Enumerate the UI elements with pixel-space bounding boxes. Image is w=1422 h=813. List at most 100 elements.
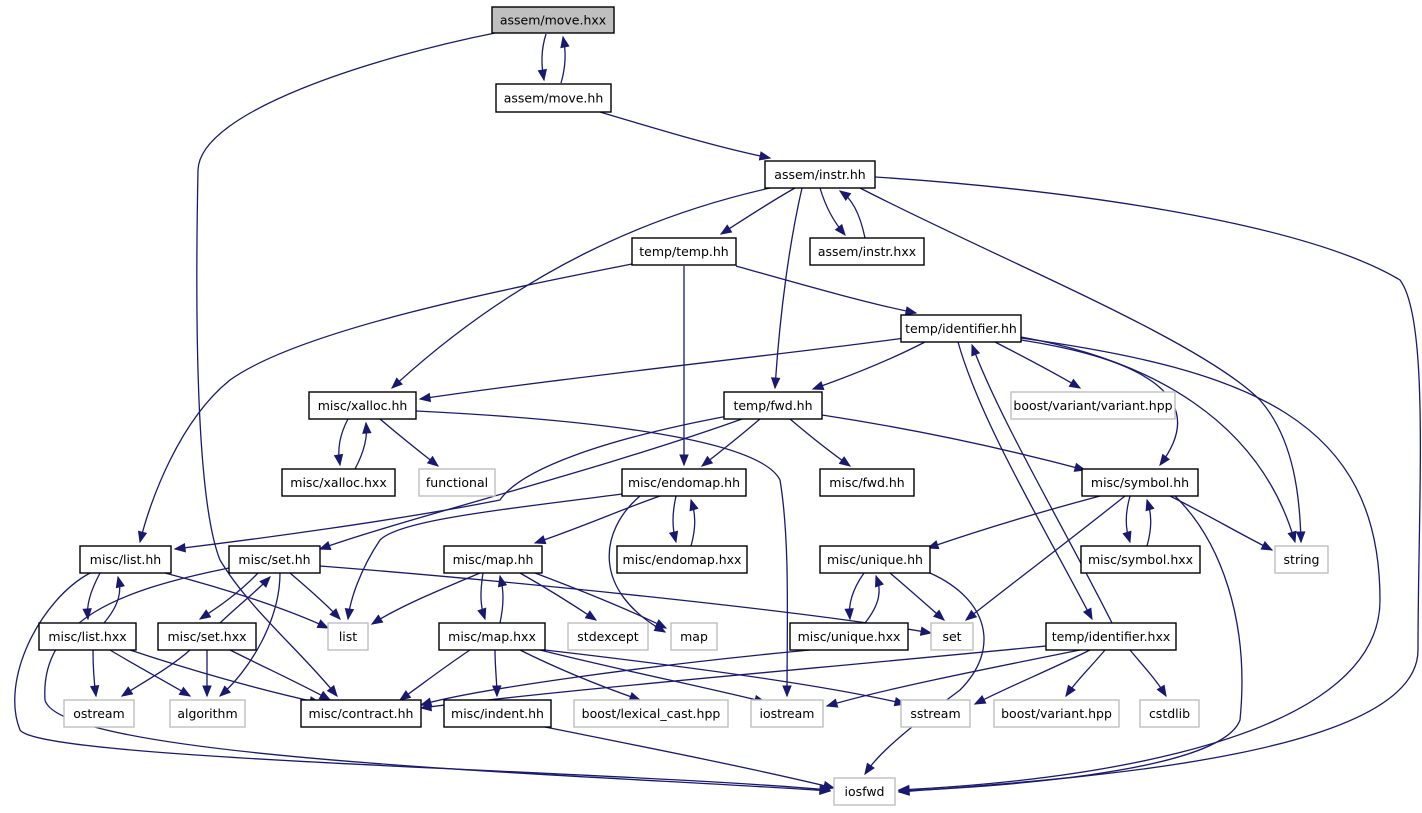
- node-box: [764, 160, 876, 189]
- edge-arrowhead: [537, 68, 547, 82]
- node-identifier-hh[interactable]: temp/identifier.hh: [900, 314, 1022, 343]
- node-stdexcept[interactable]: stdexcept: [567, 622, 649, 651]
- edge-map_hxx-to-lexical_cast: [519, 649, 642, 701]
- node-instr-hh[interactable]: assem/instr.hh: [764, 160, 876, 189]
- edge-arrowhead: [964, 609, 978, 621]
- edge-line: [789, 418, 851, 467]
- edge-identifier_hh-to-fwd_hh: [811, 341, 926, 390]
- edge-arrowhead: [419, 701, 433, 712]
- node-boost-variant[interactable]: boost/variant.hpp: [993, 699, 1120, 728]
- node-move-hxx[interactable]: assem/move.hxx: [491, 6, 615, 34]
- edge-arrowhead: [198, 609, 212, 620]
- edge-arrowhead: [560, 35, 570, 49]
- edge-map_hxx-to-map_hh: [497, 574, 508, 624]
- node-sstream[interactable]: sstream: [900, 699, 971, 728]
- edge-arrowhead: [932, 609, 946, 621]
- edge-symbol_hxx-to-symbol_hh: [1145, 498, 1155, 547]
- node-map-hxx[interactable]: misc/map.hxx: [438, 622, 546, 651]
- node-set[interactable]: set: [930, 622, 974, 651]
- edge-set_hh-to-algorithm: [219, 572, 281, 697]
- edge-list_hxx-to-ostream: [89, 649, 100, 698]
- node-xalloc-hxx[interactable]: misc/xalloc.hxx: [281, 468, 396, 497]
- node-box: [1045, 622, 1177, 651]
- node-list-hh[interactable]: misc/list.hh: [79, 545, 172, 574]
- edge-unique_hh-to-set: [889, 572, 946, 621]
- edge-line: [379, 418, 439, 467]
- node-iosfwd[interactable]: iosfwd: [833, 777, 896, 806]
- node-box: [495, 83, 612, 113]
- node-lexical-cast[interactable]: boost/lexical_cast.hpp: [573, 699, 729, 728]
- node-label: assem/move.hh: [504, 91, 604, 106]
- node-label: temp/identifier.hxx: [1052, 629, 1171, 644]
- node-box: [443, 545, 543, 574]
- node-label: misc/symbol.hxx: [1088, 552, 1193, 567]
- node-variant-hpp[interactable]: boost/variant/variant.hpp: [1010, 391, 1176, 420]
- node-instr-hxx[interactable]: assem/instr.hxx: [809, 237, 925, 266]
- edge-arrowhead: [318, 541, 332, 550]
- node-functional[interactable]: functional: [418, 468, 496, 497]
- edge-line: [812, 341, 926, 390]
- edge-line: [174, 415, 729, 550]
- node-algorithm[interactable]: algorithm: [169, 699, 246, 728]
- node-move-hh[interactable]: assem/move.hh: [495, 83, 612, 113]
- edge-line: [927, 495, 1101, 549]
- node-label: misc/map.hh: [453, 552, 534, 567]
- node-contract-hh[interactable]: misc/contract.hh: [300, 699, 422, 728]
- node-unique-hxx[interactable]: misc/unique.hxx: [789, 622, 909, 651]
- node-box: [443, 699, 552, 728]
- edge-map_hh-to-list: [370, 572, 481, 625]
- edge-arrowhead: [668, 530, 679, 544]
- edge-line: [219, 572, 281, 697]
- node-label: misc/endomap.hxx: [623, 552, 742, 567]
- node-box: [63, 699, 135, 728]
- edge-arrowhead: [844, 608, 854, 621]
- edge-arrowhead: [838, 456, 852, 467]
- edge-arrowhead: [782, 685, 792, 698]
- node-label: assem/move.hxx: [500, 13, 606, 28]
- node-list[interactable]: list: [327, 622, 369, 651]
- node-endomap-hxx[interactable]: misc/endomap.hxx: [616, 545, 748, 574]
- node-symbol-hxx[interactable]: misc/symbol.hxx: [1080, 545, 1201, 574]
- edge-arrowhead: [1082, 607, 1093, 621]
- node-list-hxx[interactable]: misc/list.hxx: [38, 622, 137, 651]
- node-box: [621, 468, 747, 497]
- edge-line: [720, 187, 796, 235]
- edge-identifier_hxx-to-iostream: [825, 649, 1081, 708]
- node-misc-fwd[interactable]: misc/fwd.hh: [819, 468, 915, 497]
- node-fwd-hh[interactable]: temp/fwd.hh: [723, 391, 823, 420]
- node-endomap-hh[interactable]: misc/endomap.hh: [621, 468, 747, 497]
- node-box: [723, 391, 823, 420]
- edge-arrowhead: [173, 543, 186, 553]
- node-symbol-hh[interactable]: misc/symbol.hh: [1081, 468, 1199, 497]
- edge-arrowhead: [1065, 684, 1076, 698]
- node-identifier-hxx[interactable]: temp/identifier.hxx: [1045, 622, 1177, 651]
- node-ostream[interactable]: ostream: [63, 699, 135, 728]
- node-xalloc-hh[interactable]: misc/xalloc.hh: [308, 391, 417, 420]
- node-cstdlib[interactable]: cstdlib: [1139, 699, 1200, 728]
- node-indent-hh[interactable]: misc/indent.hh: [443, 699, 552, 728]
- node-box: [930, 622, 974, 651]
- node-string[interactable]: string: [1274, 545, 1329, 574]
- edge-line: [14, 572, 831, 791]
- edge-arrowhead: [1122, 530, 1132, 544]
- edge-arrowhead: [202, 685, 212, 698]
- node-temp-hh[interactable]: temp/temp.hh: [631, 237, 737, 266]
- edge-line: [371, 572, 481, 625]
- node-map[interactable]: map: [670, 622, 718, 651]
- node-map-hh[interactable]: misc/map.hh: [443, 545, 543, 574]
- node-label: misc/set.hxx: [167, 629, 246, 644]
- edge-symbol_hh-to-symbol_hxx: [1122, 495, 1132, 544]
- edge-set_hh-to-list: [289, 572, 341, 620]
- node-box: [491, 6, 615, 34]
- node-box: [438, 622, 546, 651]
- node-iostream[interactable]: iostream: [750, 699, 824, 728]
- node-set-hh[interactable]: misc/set.hh: [228, 545, 321, 574]
- edge-identifier_hxx-to-identifier_hh: [971, 343, 1113, 624]
- edge-line: [898, 337, 1381, 791]
- node-unique-hh[interactable]: misc/unique.hh: [819, 545, 931, 574]
- graph-nodes: assem/move.hxx assem/move.hh assem/instr.h…: [38, 6, 1329, 806]
- edge-line: [347, 493, 623, 620]
- edge-indent_hh-to-iosfwd: [544, 726, 836, 791]
- node-set-hxx[interactable]: misc/set.hxx: [157, 622, 257, 651]
